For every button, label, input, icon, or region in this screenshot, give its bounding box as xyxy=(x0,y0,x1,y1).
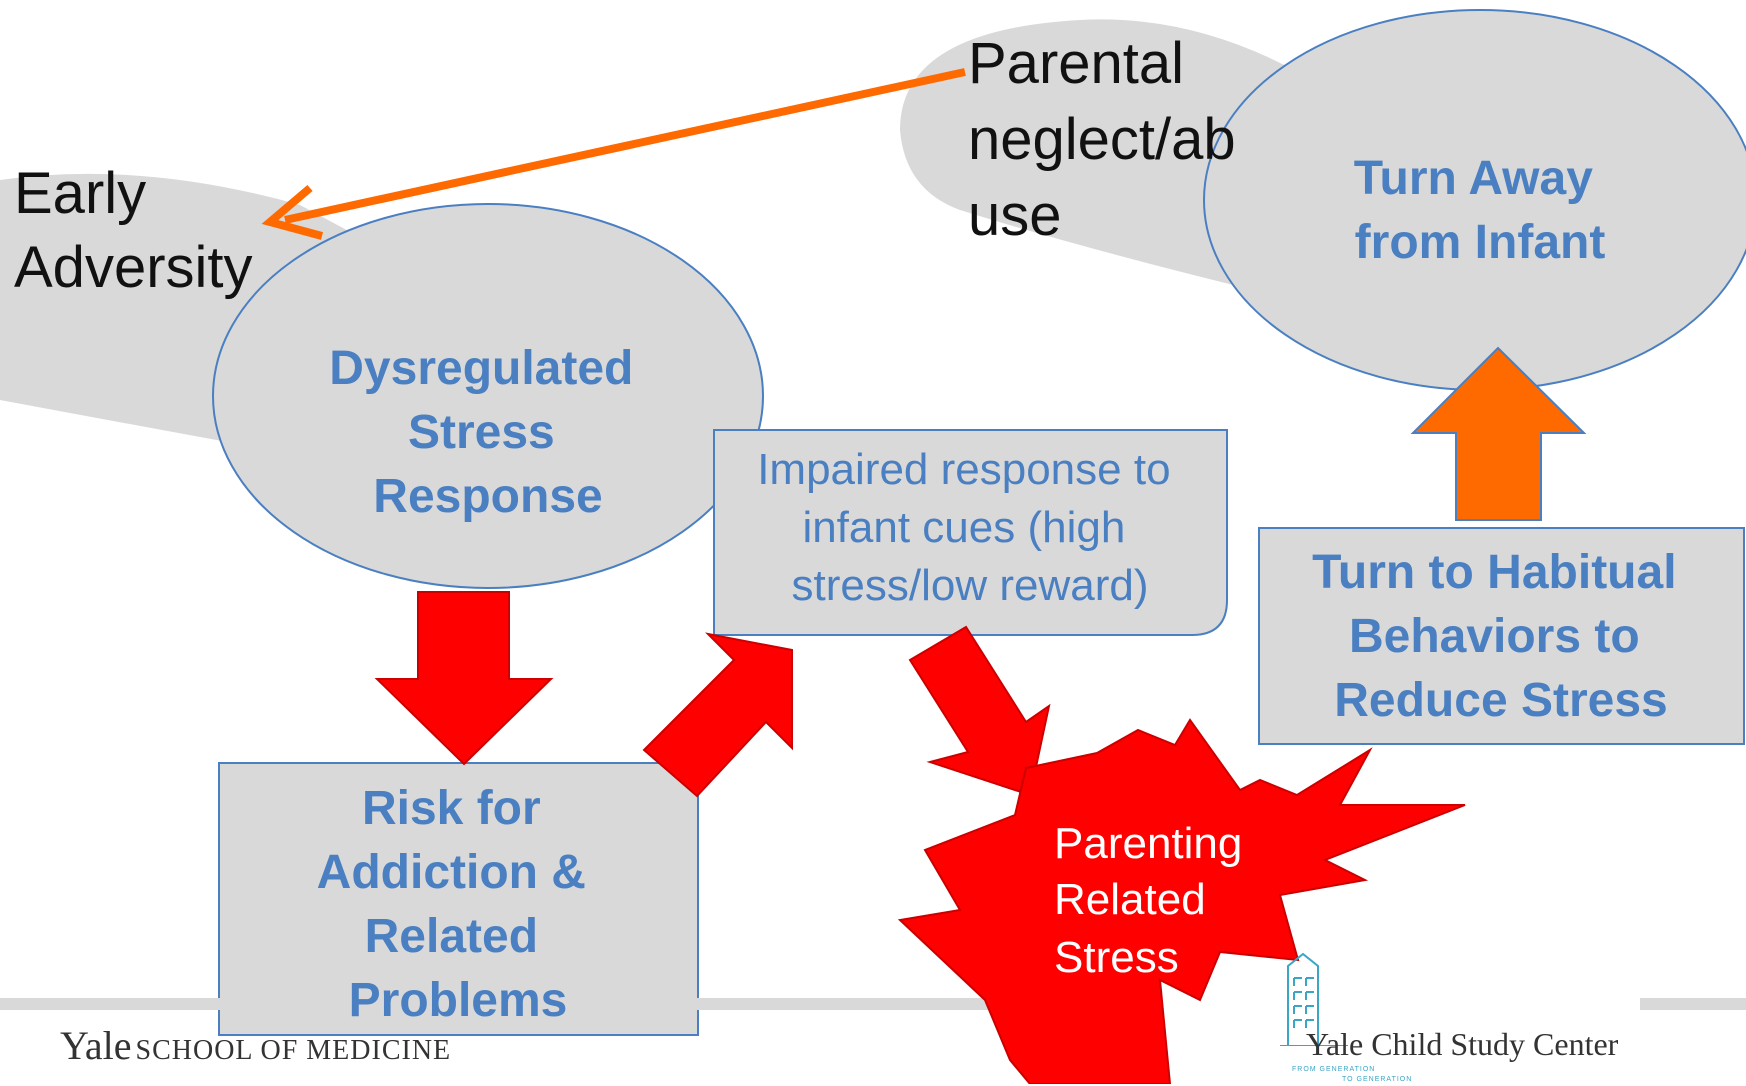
orange-arrow-head xyxy=(261,184,324,240)
dysregulated-ellipse xyxy=(212,203,764,589)
tagline-line-2: TO GENERATION xyxy=(1342,1076,1413,1083)
tagline-line-1: FROM GENERATION xyxy=(1292,1066,1376,1073)
early-adversity-label: Early Adversity xyxy=(14,161,253,300)
footer-line-left xyxy=(0,998,1000,1010)
impaired-box xyxy=(713,429,1228,636)
school-of-medicine-wordmark: SCHOOL OF MEDICINE xyxy=(135,1035,452,1066)
child-study-center-name: Yale Child Study Center xyxy=(1306,1026,1619,1062)
turn-away-label: Turn Away from Infant xyxy=(1354,152,1607,269)
parental-neglect-label: Parental neglect/ab use xyxy=(968,31,1252,248)
parenting-stress-label: Parenting Related Stress xyxy=(1054,819,1255,982)
red-down-arrow xyxy=(374,591,554,766)
impaired-label: Impaired response to infant cues (high s… xyxy=(757,445,1183,610)
dysregulated-label: Dysregulated Stress Response xyxy=(329,342,646,523)
yale-wordmark: Yale xyxy=(60,1023,132,1068)
habitual-label: Turn to Habitual Behaviors to Reduce Str… xyxy=(1312,546,1690,727)
footer-line-right xyxy=(1640,998,1746,1010)
child-study-center-logo: Yale Child Study Center FROM GENERATION … xyxy=(1278,946,1638,1086)
red-down-right-arrow xyxy=(908,625,1051,797)
red-up-right-arrow xyxy=(642,632,793,798)
building-icon xyxy=(1280,952,1348,1046)
yale-medicine-logo: Yale SCHOOL OF MEDICINE xyxy=(60,1022,451,1069)
risk-box xyxy=(218,762,699,1036)
risk-label: Risk for Addiction & Related Problems xyxy=(317,782,600,1027)
parenting-stress-starburst xyxy=(897,718,1466,1084)
orange-up-arrow xyxy=(1410,346,1587,521)
orange-arrow-line xyxy=(284,68,966,224)
habitual-box xyxy=(1258,527,1745,745)
